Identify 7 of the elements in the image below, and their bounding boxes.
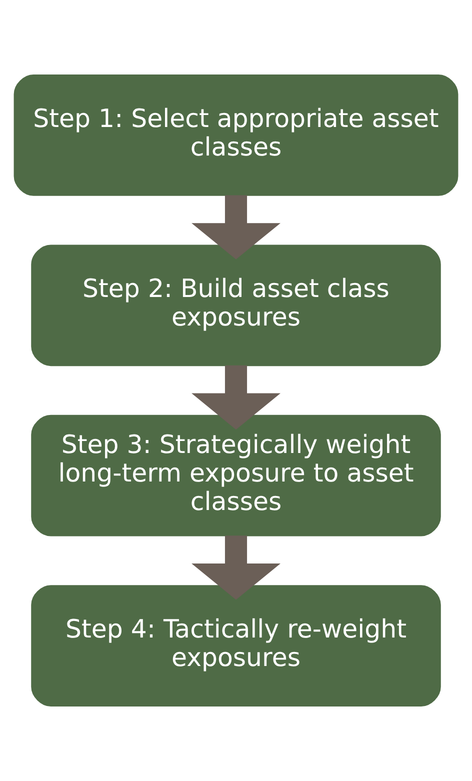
node-box: Step 3: Strategically weight long-term exposure to asset classes	[31, 414, 441, 536]
node-box: Step 1: Select appropriate asset classes	[14, 74, 458, 196]
node-box: Step 2: Build asset class exposures	[31, 244, 441, 366]
arrow	[192, 365, 280, 430]
node-box: Step 4: Tactically re-weight exposures	[31, 585, 441, 706]
arrow	[192, 195, 280, 260]
arrow	[192, 536, 280, 600]
